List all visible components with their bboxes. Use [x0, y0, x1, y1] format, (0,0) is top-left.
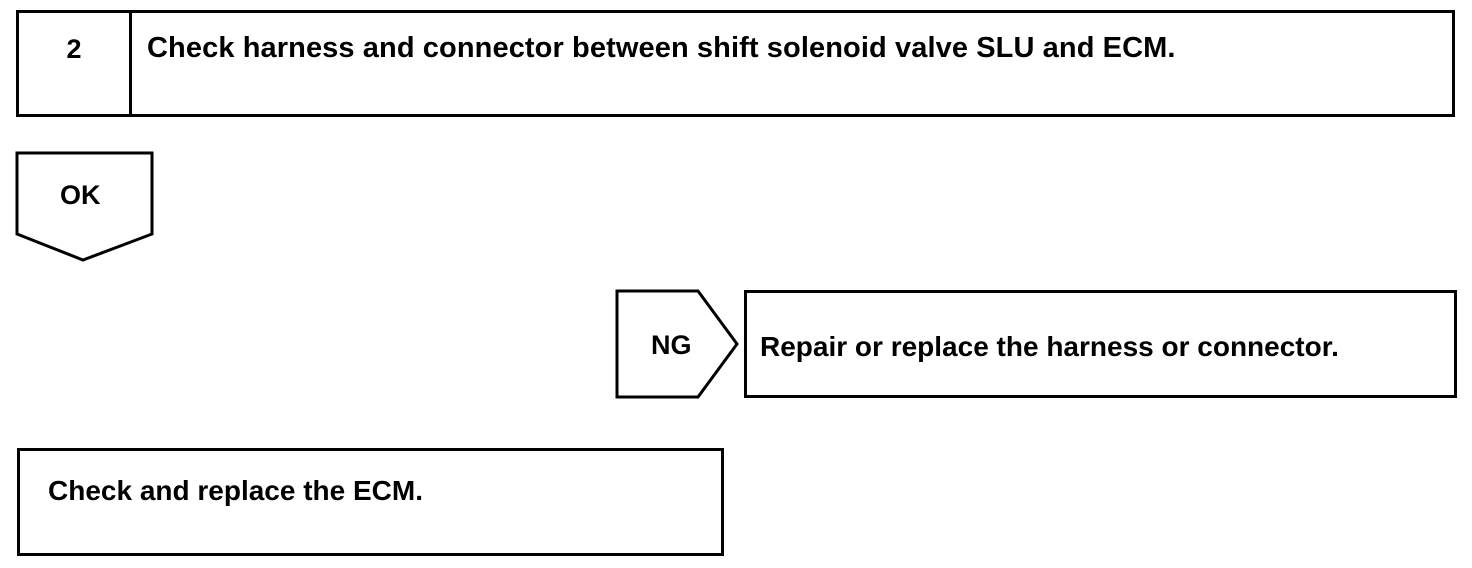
- ok-result-box: Check and replace the ECM.: [17, 448, 724, 556]
- ng-label: NG: [651, 330, 692, 360]
- ok-label: OK: [60, 180, 101, 210]
- step-title: Check harness and connector between shif…: [147, 32, 1176, 64]
- step-number: 2: [19, 13, 132, 114]
- ng-arrow-outline: [615, 289, 739, 399]
- ng-result-box: Repair or replace the harness or connect…: [744, 290, 1457, 398]
- ng-result-text: Repair or replace the harness or connect…: [760, 331, 1339, 362]
- ok-result-text: Check and replace the ECM.: [48, 475, 424, 506]
- ok-arrow-outline: [15, 151, 154, 262]
- step-box: 2 Check harness and connector between sh…: [16, 10, 1455, 117]
